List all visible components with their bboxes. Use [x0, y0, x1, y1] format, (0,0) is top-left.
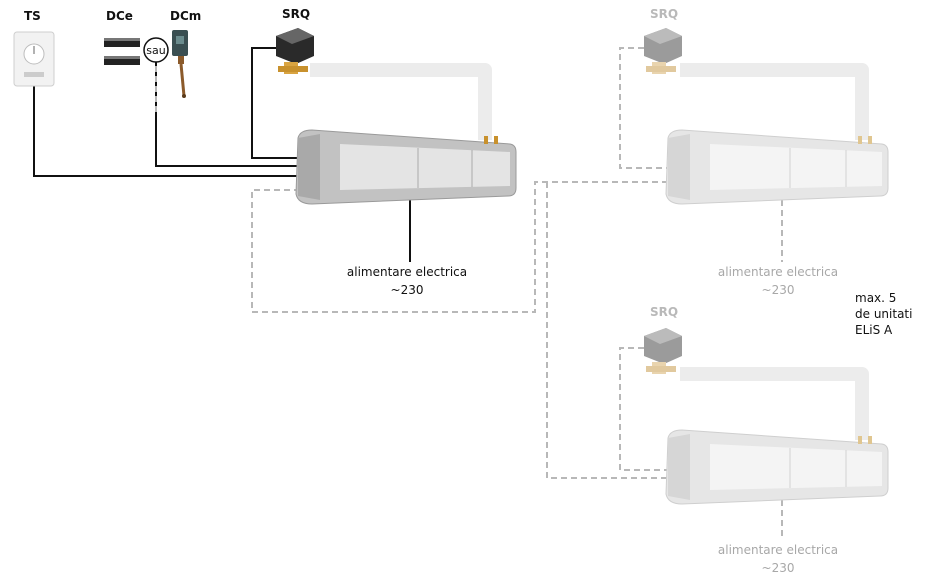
label-max-3: ELiS A: [855, 323, 893, 337]
label-max-2: de unitati: [855, 307, 912, 321]
label-power-top-right-2: ~230: [762, 283, 795, 297]
label-power-bottom-right-1: alimentare electrica: [718, 543, 838, 557]
pipe-top-right: [680, 63, 869, 140]
label-srq-main: SRQ: [282, 7, 310, 21]
wire-dcm: [155, 62, 300, 167]
label-power-bottom-right-2: ~230: [762, 561, 795, 575]
label-sau: sau: [146, 44, 165, 57]
sau-circle: [143, 37, 169, 63]
label-srq-top-right: SRQ: [650, 7, 678, 21]
wire-srq-bottom-right: [619, 347, 668, 471]
label-dcm: DCm: [170, 9, 201, 23]
label-ts: TS: [24, 9, 41, 23]
label-power-main-1: alimentare electrica: [347, 265, 467, 279]
pipe-bottom-right: [680, 367, 869, 440]
label-max-1: max. 5: [855, 291, 896, 305]
wire-srq-main: [251, 47, 300, 159]
door-contact-dce: [104, 38, 140, 65]
pipe-main: [310, 63, 492, 140]
wire-bus-main-loop: [251, 181, 668, 313]
air-curtain-unit-top-right: [665, 129, 889, 205]
thermostat-ts: [13, 31, 55, 87]
label-dce: DCe: [106, 9, 133, 23]
label-power-top-right-1: alimentare electrica: [718, 265, 838, 279]
label-srq-bottom-right: SRQ: [650, 305, 678, 319]
wire-srq-top-right: [619, 47, 668, 169]
label-power-main-2: ~230: [391, 283, 424, 297]
valve-srq-top-right: [644, 28, 682, 74]
door-switch-dcm: [172, 30, 188, 98]
wire-bus-to-bottom: [546, 182, 668, 479]
valve-srq-bottom-right: [644, 328, 682, 374]
air-curtain-unit-bottom-right: [665, 429, 889, 505]
air-curtain-unit-main: [295, 129, 517, 205]
valve-srq-main: [276, 28, 314, 74]
wire-ts: [33, 86, 300, 177]
